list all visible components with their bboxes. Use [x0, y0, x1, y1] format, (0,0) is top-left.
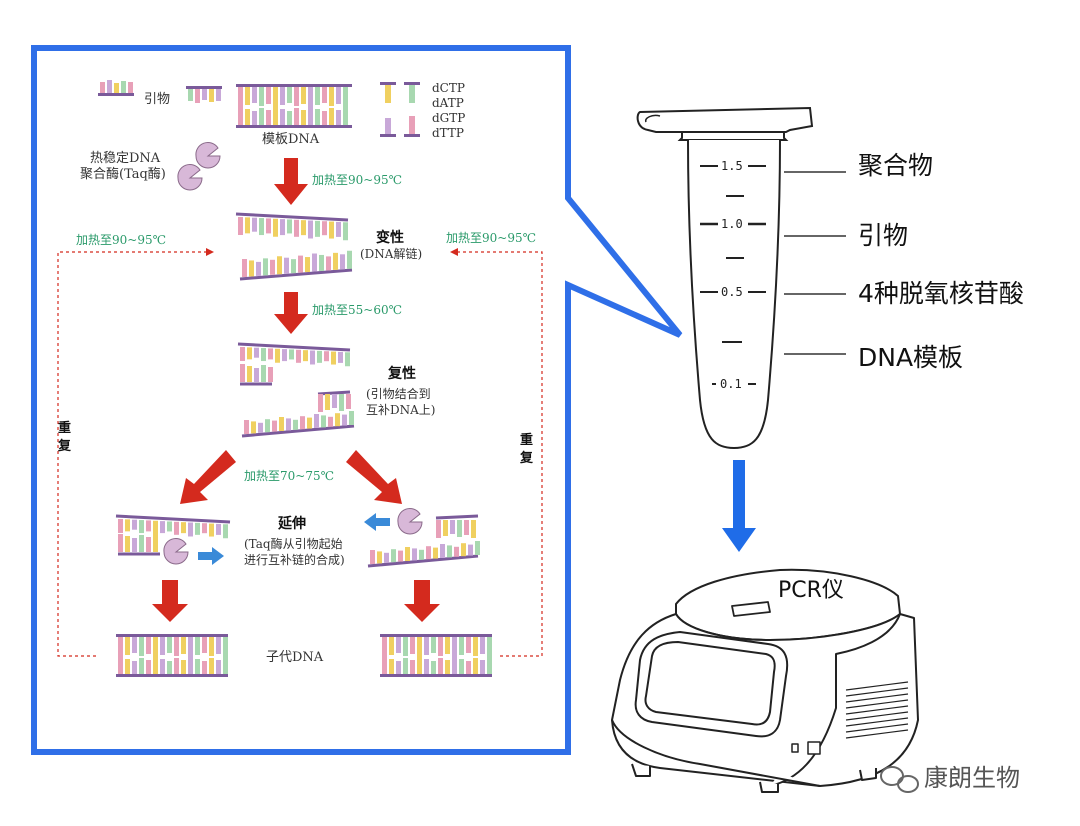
daughter-label: 子代DNA: [266, 650, 324, 665]
extend-title: 延伸: [277, 515, 306, 532]
tube-label-dntp: 4种脱氧核苷酸: [858, 279, 1024, 308]
denature-subtitle: (DNA解链): [360, 246, 422, 261]
heat-right-label: 加热至90~95℃: [446, 231, 536, 245]
anneal-primer-right: [318, 394, 351, 412]
extend-bases-left-bottom: [118, 534, 158, 552]
repeat-left-1: 重: [58, 420, 71, 436]
extending-strand-left: [115, 514, 231, 556]
repeat-loop-left: [57, 251, 212, 657]
tube-label-polymer: 聚合物: [858, 151, 933, 180]
tube-mark-0-1: 0.1: [720, 377, 742, 391]
daughter-dna-left: [116, 634, 228, 677]
arrow-denature: [274, 158, 308, 205]
daughter-left-bottom: [118, 657, 228, 674]
tube-graduations: [700, 165, 766, 385]
primer-label: 引物: [144, 92, 170, 107]
tube-label-template: DNA模板: [858, 343, 963, 372]
arrow-daughter-left: [152, 580, 188, 622]
arrow-anneal: [274, 292, 308, 334]
extend-subtitle-1: (Taq酶从引物起始: [244, 536, 343, 551]
template-bases-bottom: [238, 107, 348, 125]
primer-icon-2: [186, 86, 222, 103]
blue-arrow-right: [198, 547, 224, 565]
arrow-to-machine: [722, 460, 756, 552]
pcr-tube: [636, 106, 814, 450]
anneal-subtitle-1: (引物结合到: [366, 386, 431, 401]
watermark-text: 康朗生物: [924, 764, 1020, 792]
machine-vents: [845, 681, 909, 739]
anneal-subtitle-2: 互补DNA上): [366, 403, 435, 417]
denature-bases-bottom: [242, 250, 352, 277]
daughter-left-top: [118, 637, 228, 657]
enzyme-label-2: 聚合酶(Taq酶): [80, 166, 166, 182]
primer-icon: [98, 80, 134, 96]
extend-bases-right-top: [436, 520, 476, 538]
anneal-bases-bottom: [244, 411, 354, 434]
dttp-label: dTTP: [432, 126, 464, 140]
template-bases-top: [238, 87, 348, 107]
heat-anneal-label: 加热至55~60℃: [312, 303, 402, 317]
extend-subtitle-2: 进行互补链的合成): [244, 552, 345, 567]
repeat-loop-right: [452, 251, 543, 657]
dctp-label: dCTP: [432, 81, 465, 95]
dgtp-label: dGTP: [432, 111, 465, 125]
extend-bases-right-bottom: [370, 541, 480, 564]
repeat-loop-right-head: [450, 248, 458, 256]
tube-label-primer: 引物: [858, 221, 908, 250]
extending-strand-right: [367, 514, 479, 568]
annealed-strand-bottom: [241, 390, 355, 438]
anneal-primer-left: [240, 364, 273, 382]
wechat-icon: [880, 766, 919, 793]
extend-bases-left-top: [118, 519, 228, 539]
heat-denature-label: 加热至90~95℃: [312, 173, 402, 187]
denature-bases-top: [238, 217, 348, 241]
daughter-right-top: [382, 637, 492, 657]
template-label: 模板DNA: [262, 132, 320, 147]
repeat-right-1: 重: [520, 432, 533, 448]
anneal-title: 复性: [387, 365, 416, 382]
arrow-extend-left: [180, 450, 236, 504]
callout-frame: [31, 45, 683, 755]
repeat-left-2: 复: [57, 438, 72, 454]
repeat-loop-left-head: [206, 248, 214, 256]
heat-left-label: 加热至90~95℃: [76, 233, 166, 247]
denatured-strand-top: [235, 212, 349, 222]
repeat-right-2: 复: [519, 450, 534, 466]
denature-title: 变性: [376, 229, 404, 246]
blue-arrow-left: [364, 513, 390, 531]
tube-mark-0-5: 0.5: [721, 285, 743, 299]
machine-label: PCR仪: [778, 578, 844, 603]
template-dna-icon: [236, 84, 352, 128]
arrow-extend-right: [346, 450, 402, 504]
annealed-strand-top: [237, 342, 351, 386]
tube-mark-1-0: 1.0: [721, 217, 743, 231]
arrow-daughter-right: [404, 580, 440, 622]
enzyme-label-1: 热稳定DNA: [90, 150, 161, 166]
anneal-bases-top: [240, 347, 350, 367]
heat-extend-label: 加热至70~75℃: [244, 469, 334, 483]
daughter-dna-right: [380, 634, 492, 677]
tube-mark-1-5: 1.5: [721, 159, 743, 173]
pcr-machine: [611, 568, 919, 793]
daughter-right-bottom: [382, 657, 492, 674]
denatured-strand-bottom: [239, 268, 353, 281]
nucleotide-icons: [380, 82, 420, 137]
datp-label: dATP: [432, 96, 464, 110]
